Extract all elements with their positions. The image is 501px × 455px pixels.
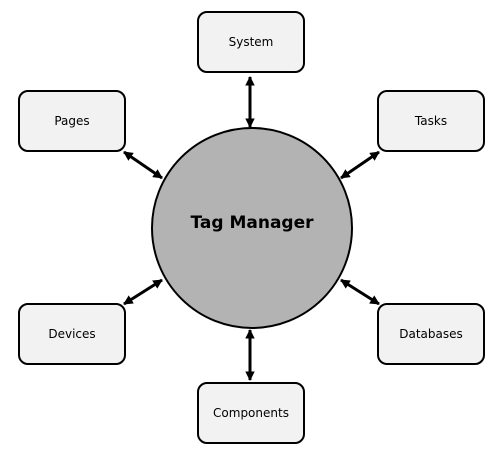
hub-circle bbox=[151, 127, 353, 329]
arrow-devices bbox=[123, 278, 163, 306]
hub-label: Tag Manager bbox=[190, 213, 314, 233]
arrow-databases bbox=[340, 278, 380, 306]
node-system: System bbox=[197, 11, 305, 73]
node-devices: Devices bbox=[18, 303, 126, 365]
arrow-pages bbox=[123, 150, 163, 180]
arrow-tasks bbox=[340, 150, 380, 180]
node-databases: Databases bbox=[377, 303, 485, 365]
node-components: Components bbox=[197, 382, 305, 444]
node-pages: Pages bbox=[18, 90, 126, 152]
node-tasks: Tasks bbox=[377, 90, 485, 152]
